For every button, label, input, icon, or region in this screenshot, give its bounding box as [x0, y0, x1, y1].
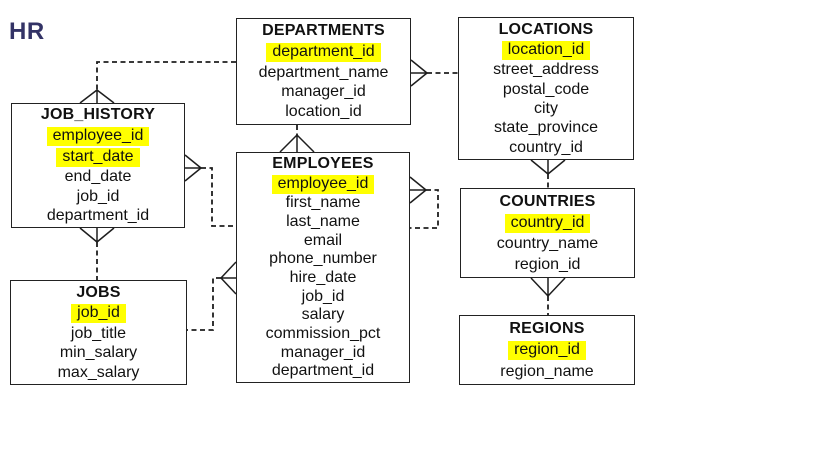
- entity-title-job-history: JOB_HISTORY: [40, 106, 156, 124]
- entity-locations: LOCATIONS location_id street_address pos…: [458, 17, 634, 160]
- entity-employees: EMPLOYEES employee_id first_name last_na…: [236, 152, 410, 383]
- field-location-id: location_id: [285, 103, 362, 121]
- entity-title-jobs: JOBS: [76, 283, 121, 301]
- entity-countries: COUNTRIES country_id country_name region…: [460, 188, 635, 278]
- field-country-id: country_id: [509, 138, 583, 156]
- relationship-departments-job-history: [79, 61, 236, 104]
- field-manager-id: manager_id: [280, 343, 366, 361]
- field-end-date: end_date: [64, 168, 132, 186]
- field-salary: salary: [301, 306, 345, 324]
- field-country-id: country_id: [504, 214, 591, 233]
- field-city: city: [534, 99, 558, 117]
- field-job-id: job_id: [301, 287, 345, 305]
- field-country-name: country_name: [496, 235, 599, 253]
- field-state-province: state_province: [493, 119, 599, 137]
- schema-label: HR: [9, 18, 45, 45]
- field-region-id: region_id: [508, 341, 586, 360]
- entity-title-locations: LOCATIONS: [498, 20, 594, 38]
- field-max-salary: max_salary: [57, 363, 140, 381]
- field-job-id: job_id: [76, 187, 120, 205]
- field-department-id: department_id: [266, 42, 381, 62]
- entity-regions: REGIONS region_id region_name: [459, 315, 635, 385]
- field-department-name: department_name: [258, 63, 389, 81]
- field-job-id: job_id: [71, 304, 126, 324]
- entity-title-departments: DEPARTMENTS: [262, 21, 385, 39]
- entity-jobs: JOBS job_id job_title min_salary max_sal…: [10, 280, 187, 385]
- relationship-departments-employees: [279, 125, 315, 153]
- entity-job-history: JOB_HISTORY employee_id start_date end_d…: [11, 103, 185, 228]
- entity-departments: DEPARTMENTS department_id department_nam…: [236, 18, 411, 125]
- field-department-id: department_id: [271, 362, 375, 380]
- field-employee-id: employee_id: [46, 126, 150, 146]
- field-department-id: department_id: [46, 206, 150, 224]
- field-region-id: region_id: [514, 255, 581, 273]
- entity-title-countries: COUNTRIES: [499, 192, 596, 210]
- entity-title-employees: EMPLOYEES: [272, 154, 374, 172]
- relationship-countries-locations: [530, 159, 566, 188]
- field-email: email: [303, 231, 343, 249]
- relationship-jobs-job-history: [79, 227, 115, 280]
- field-job-title: job_title: [70, 324, 127, 342]
- relationship-jobs-employees: [187, 261, 237, 331]
- field-min-salary: min_salary: [59, 344, 138, 362]
- relationship-employees-self-manager: [409, 176, 439, 229]
- field-manager-id: manager_id: [281, 83, 366, 101]
- relationship-regions-countries: [530, 277, 566, 315]
- field-postal-code: postal_code: [502, 80, 590, 98]
- field-location-id: location_id: [501, 41, 591, 60]
- field-first-name: first_name: [285, 194, 361, 212]
- field-region-name: region_name: [500, 362, 594, 380]
- field-commission-pct: commission_pct: [265, 324, 381, 342]
- entity-title-regions: REGIONS: [509, 319, 585, 337]
- relationship-locations-departments: [410, 59, 458, 87]
- field-start-date: start_date: [56, 148, 140, 167]
- field-street-address: street_address: [493, 61, 599, 79]
- field-employee-id: employee_id: [271, 174, 375, 194]
- relationship-employees-job-history: [184, 154, 236, 227]
- field-phone-number: phone_number: [269, 250, 377, 268]
- field-hire-date: hire_date: [289, 269, 357, 286]
- field-last-name: last_name: [286, 213, 360, 231]
